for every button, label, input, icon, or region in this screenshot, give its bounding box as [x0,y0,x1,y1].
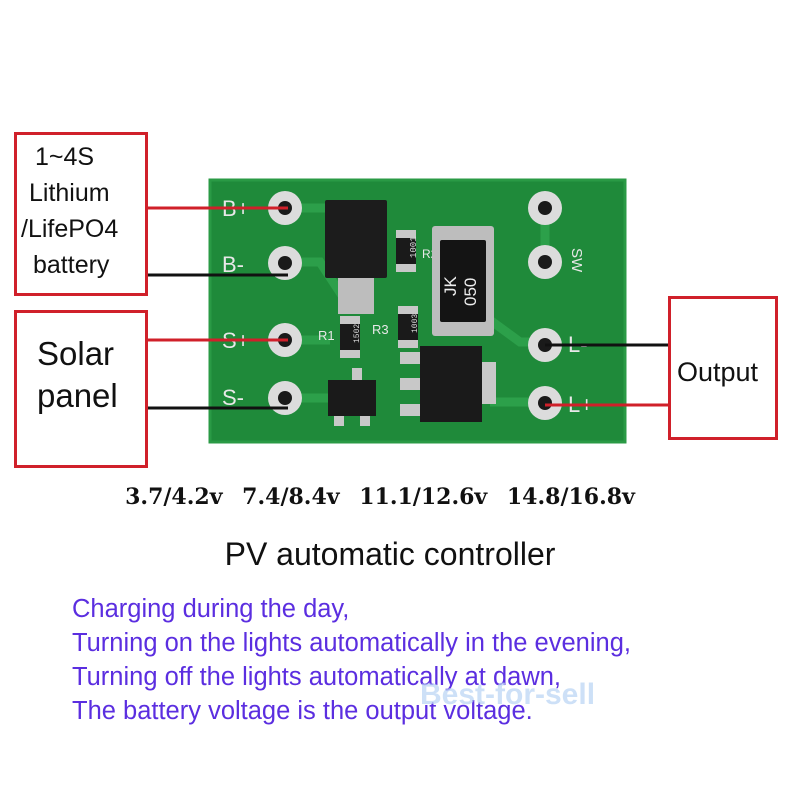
pin-label-b-minus: B- [222,252,244,277]
description-line-2: Turning on the lights automatically in t… [72,629,631,657]
r3-code: 1003 [411,314,420,333]
battery-label-line1: 1~4S [35,143,95,171]
output-label: Output [677,357,759,387]
watermark: Best-for-sell [420,678,596,711]
inductor-component: JK 050 [432,226,494,336]
battery-label-line2: Lithium [29,179,110,207]
r3-label: R3 [372,322,389,337]
description-line-3: Turning off the lights automatically at … [72,663,562,691]
controller-title: PV automatic controller [224,536,556,572]
battery-label-line3: /LifePO4 [21,215,119,243]
r1-label: R1 [318,328,335,343]
description-block: Charging during the day, Turning on the … [72,592,631,728]
pin-label-s-minus: S- [222,385,244,410]
voltage-1s: 3.7/4.2v [125,484,223,510]
r2-code: 1001 [409,236,419,258]
mosfet-component [400,346,496,422]
solar-label-box: Solar panel [14,310,148,468]
description-line-4: The battery voltage is the output voltag… [72,697,533,725]
voltage-3s: 11.1/12.6v [359,484,488,510]
transistor-small [328,368,376,426]
voltage-list: 3.7/4.2v 7.4/8.4v 11.1/12.6v 14.8/16.8v [0,484,760,510]
battery-label-line4: battery [33,251,110,279]
battery-label-box: 1~4S Lithium /LifePO4 battery [14,132,148,296]
resistor-r1: R1 1502 [318,316,362,358]
pin-label-sw: SW [568,248,585,273]
solar-label-line2: panel [37,377,118,414]
resistor-r3: R3 1003 [372,306,420,348]
inductor-marking-2: 050 [461,278,480,306]
inductor-marking-1: JK [441,276,460,297]
solar-label-line1: Solar [37,335,115,372]
r1-code: 1502 [353,324,362,343]
output-label-box: Output [668,296,778,440]
diode-component [325,200,387,314]
voltage-2s: 7.4/8.4v [242,484,340,510]
voltage-4s: 14.8/16.8v [506,484,635,510]
description-line-1: Charging during the day, [72,595,350,623]
